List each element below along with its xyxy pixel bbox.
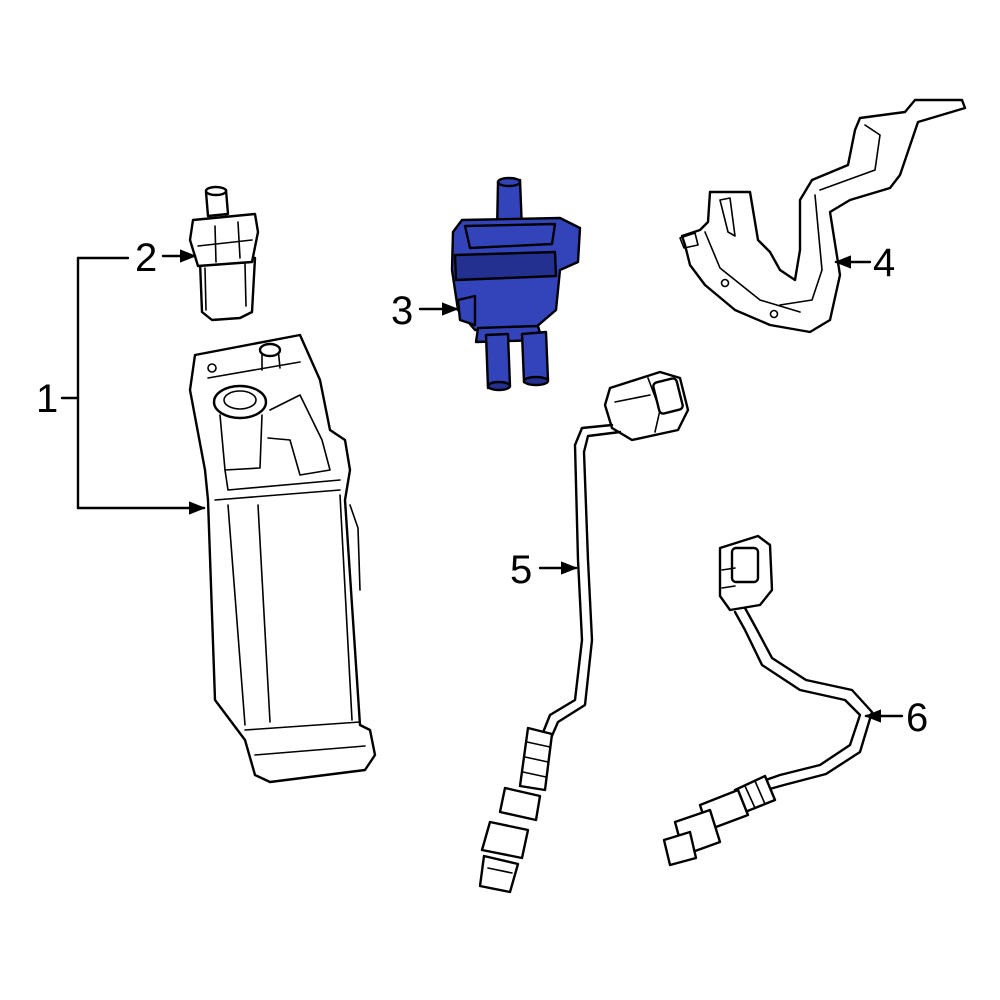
callout-5-label: 5 [510, 548, 532, 592]
callout-3-label: 3 [391, 289, 413, 333]
callout-1-leader [60, 256, 206, 515]
callout-2-label: 2 [135, 236, 157, 280]
callout-1-label: 1 [36, 377, 58, 421]
canister-valve[interactable] [188, 185, 260, 322]
callout-6-label: 6 [906, 696, 928, 740]
mounting-bracket[interactable] [679, 98, 967, 334]
oxygen-sensor-downstream[interactable] [662, 534, 874, 867]
purge-solenoid[interactable] [450, 176, 582, 392]
vapor-canister[interactable] [188, 333, 377, 784]
oxygen-sensor-upstream[interactable] [478, 370, 690, 894]
callout-4-label: 4 [873, 241, 895, 285]
